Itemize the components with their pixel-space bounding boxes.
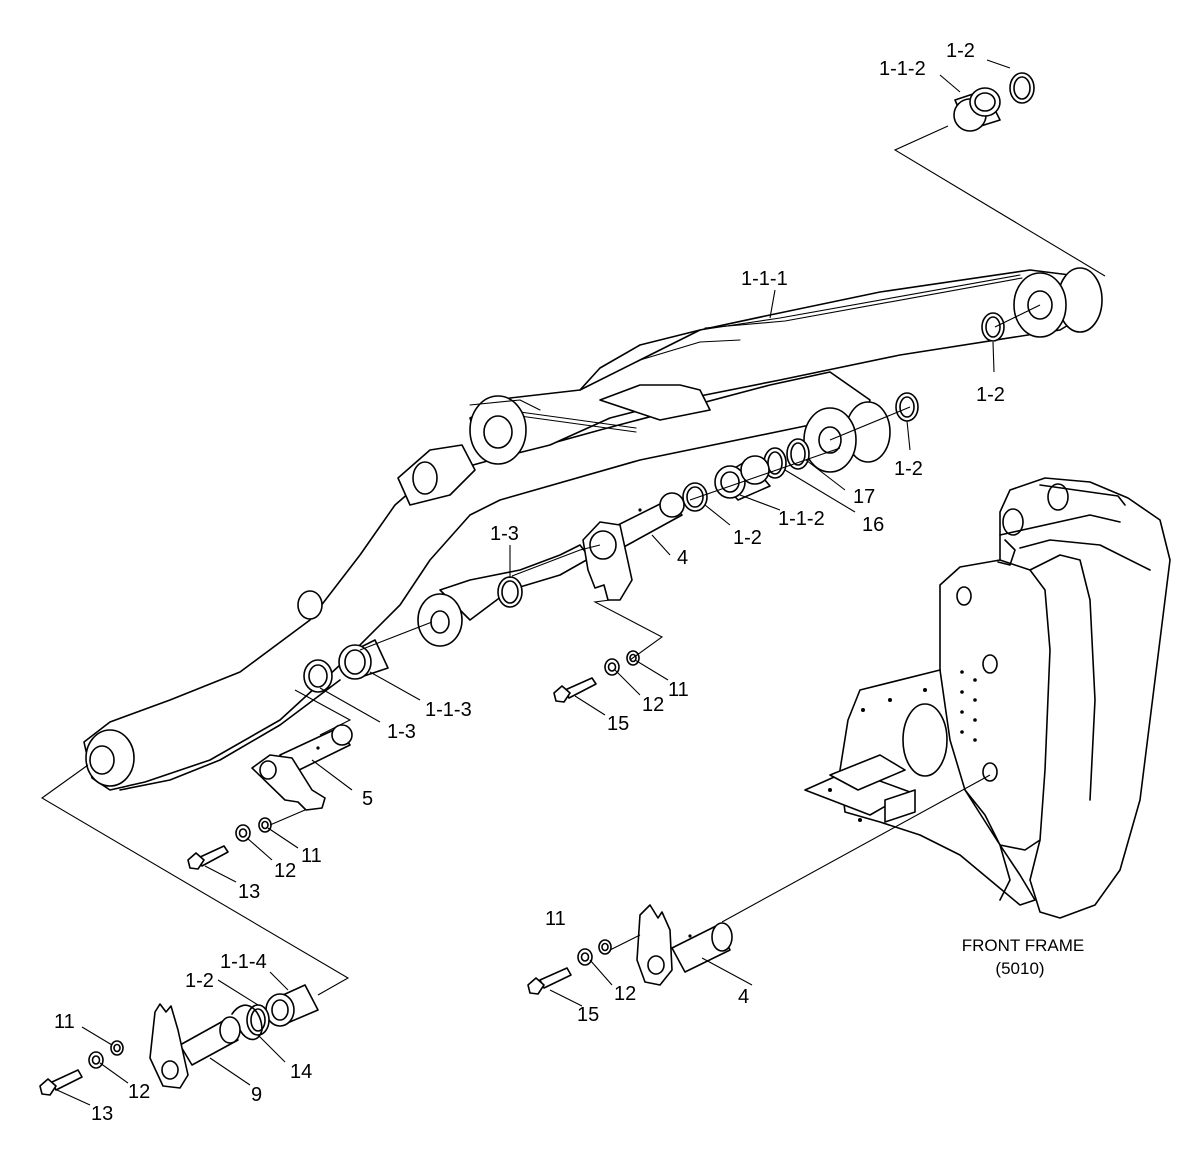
part-labels: 1-1-2 1-2 1-1-1 1-2 1-2 17 16 1-1-2 1-2 … (54, 40, 1005, 1125)
label-16: 16 (862, 514, 884, 536)
label-1-1-3: 1-1-3 (425, 699, 472, 721)
pin-9 (149, 1003, 241, 1089)
ring-right-lower (895, 392, 919, 422)
ring-16 (763, 447, 787, 479)
ring-1-3-upper (497, 576, 523, 608)
label-17: 17 (853, 486, 875, 508)
label-5: 5 (362, 788, 373, 810)
label-1-1-4: 1-1-4 (220, 951, 267, 973)
leader-lines (40, 59, 1106, 1106)
pin-4-upper (582, 492, 685, 601)
bolt-13-left (187, 845, 229, 870)
bolt-13-bottom (39, 1069, 83, 1096)
label-1-1-1: 1-1-1 (741, 268, 788, 290)
label-13-left: 13 (238, 881, 260, 903)
nut-11-lower (598, 939, 612, 955)
bushing-top (953, 87, 1001, 132)
pin-5 (251, 724, 353, 811)
nut-11-left (258, 817, 272, 833)
label-1-1-2-top: 1-1-2 (879, 58, 926, 80)
label-11-lower: 11 (545, 908, 566, 930)
front-frame-caption: FRONT FRAME (5010) (962, 936, 1084, 978)
washer-12-bottom (88, 1051, 104, 1069)
label-1-3-upper: 1-3 (490, 523, 519, 545)
front-frame (804, 477, 1171, 919)
nut-11-bottom (110, 1040, 124, 1056)
ring-right-upper (981, 312, 1005, 342)
label-12-bottom: 12 (128, 1081, 150, 1103)
label-12-upper: 12 (642, 694, 664, 716)
ring-17 (786, 438, 810, 470)
pin-4-lower (636, 904, 733, 986)
caption-line-2: (5010) (995, 959, 1044, 978)
label-9: 9 (251, 1084, 262, 1106)
label-12-lower: 12 (614, 983, 636, 1005)
label-4-upper: 4 (677, 547, 688, 569)
label-12-left: 12 (274, 860, 296, 882)
label-1-2-right-a: 1-2 (976, 384, 1005, 406)
bolt-15-lower (527, 967, 572, 995)
label-11-bottom: 11 (54, 1011, 75, 1033)
washer-12-lower (577, 948, 593, 966)
ring-top (1009, 72, 1035, 104)
label-1-1-2-mid: 1-1-2 (778, 508, 825, 530)
ring-14 (231, 1004, 263, 1041)
bushing-mid (714, 455, 771, 501)
caption-line-1: FRONT FRAME (962, 936, 1084, 955)
bushing-1-1-3 (338, 639, 389, 680)
label-1-3-lower: 1-3 (387, 721, 416, 743)
label-15-upper: 15 (607, 713, 629, 735)
label-1-2-top: 1-2 (946, 40, 975, 62)
label-11-left: 11 (301, 845, 322, 867)
label-1-2-mid: 1-2 (733, 527, 762, 549)
washer-12-left (235, 824, 251, 842)
label-1-2-bottom: 1-2 (185, 970, 214, 992)
label-11-upper: 11 (668, 679, 689, 701)
label-15-lower: 15 (577, 1004, 599, 1026)
bolt-15-upper (553, 677, 597, 703)
boom-arm (83, 267, 1103, 791)
label-1-2-right-b: 1-2 (894, 458, 923, 480)
ring-mid (682, 482, 708, 512)
label-13-bottom: 13 (91, 1103, 113, 1125)
label-14: 14 (290, 1061, 312, 1083)
bushing-1-1-4 (265, 984, 319, 1027)
ring-1-2-bottom (246, 1004, 270, 1036)
label-4-lower: 4 (738, 986, 749, 1008)
ring-1-3-lower (303, 659, 333, 693)
